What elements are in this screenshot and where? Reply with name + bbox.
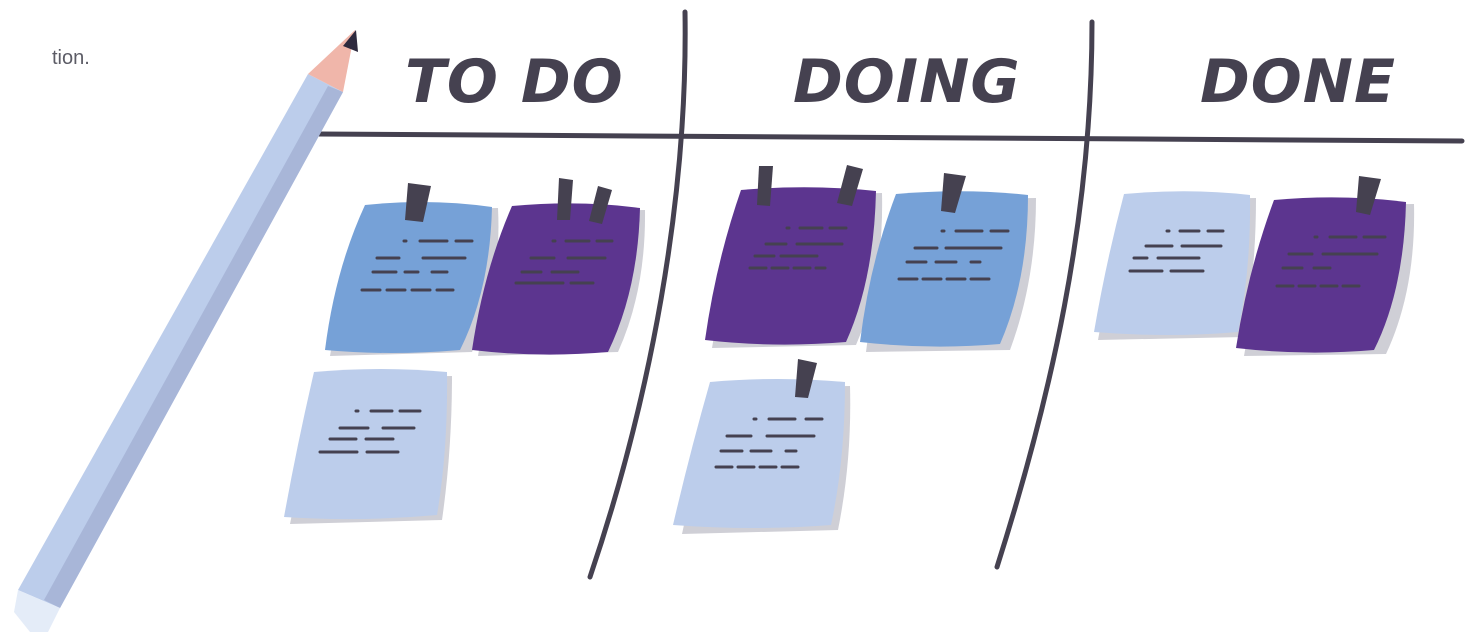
column-title-done: DONE — [1200, 47, 1396, 117]
header-divider-line — [318, 134, 1462, 141]
note-todo-3 — [284, 369, 452, 524]
note-done-2 — [1236, 176, 1414, 356]
note-doing-1 — [705, 165, 882, 348]
note-doing-2 — [860, 173, 1036, 352]
column-headers: TO DO DOING DONE — [405, 47, 1396, 117]
note-doing-3 — [673, 359, 850, 534]
pencil-icon — [14, 30, 358, 632]
note-todo-1 — [325, 183, 498, 356]
pencil-body-shade — [44, 86, 343, 608]
note-done-1 — [1094, 191, 1256, 340]
column-title-doing: DOING — [793, 47, 1021, 117]
note-todo-2 — [472, 178, 645, 356]
column-title-todo: TO DO — [405, 47, 624, 117]
